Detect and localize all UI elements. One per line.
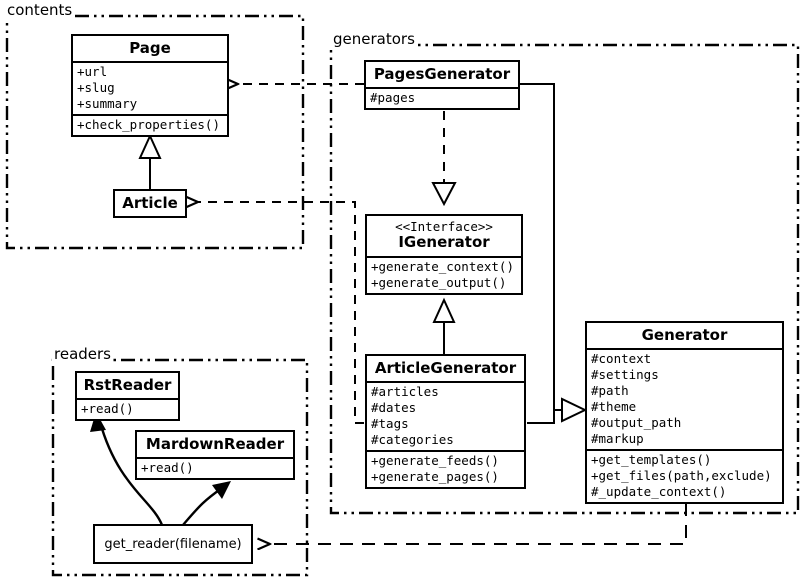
attribute-row: #categories xyxy=(371,432,454,448)
edge-generator-depends-getreader xyxy=(270,503,687,544)
class-name-igenerator: <<Interface>> IGenerator xyxy=(367,216,521,256)
attribute-row: +slug xyxy=(77,80,115,96)
method-row: +generate_output() xyxy=(371,274,507,290)
class-name-mardownreader: MardownReader xyxy=(145,435,285,453)
class-box-igenerator[interactable]: <<Interface>> IGenerator +generate_conte… xyxy=(365,214,523,295)
class-name-page: Page xyxy=(129,39,171,57)
class-name-articlegenerator: ArticleGenerator xyxy=(374,359,517,377)
attribute-row: #path xyxy=(591,383,629,399)
class-methods-mardownreader: +read() xyxy=(137,457,293,478)
method-row: +check_properties() xyxy=(77,117,220,133)
method-row: #_update_context() xyxy=(591,484,727,500)
class-name-pagesgenerator: PagesGenerator xyxy=(373,65,511,83)
method-row: +read() xyxy=(141,460,194,476)
method-row: +generate_feeds() xyxy=(371,453,499,469)
class-methods-page: +check_properties() xyxy=(73,114,227,135)
class-methods-articlegenerator: +generate_feeds() +generate_pages() xyxy=(367,450,524,487)
class-methods-rstreader: +read() xyxy=(77,398,178,419)
package-label-contents: contents xyxy=(5,1,75,19)
package-label-generators: generators xyxy=(331,30,417,48)
edge-articlegenerator-inherits-generator xyxy=(527,397,588,424)
class-box-articlegenerator[interactable]: ArticleGenerator #articles #dates #tags … xyxy=(365,354,526,490)
class-methods-generator: +get_templates() +get_files(path,exclude… xyxy=(587,449,782,502)
attribute-row: +summary xyxy=(77,96,138,112)
edge-article-inherits-page xyxy=(138,133,162,190)
class-box-generator[interactable]: Generator #context #settings #path #them… xyxy=(585,321,784,505)
attribute-row: #context xyxy=(591,351,652,367)
edge-pagesgenerator-inherits-generator xyxy=(520,83,563,411)
package-label-readers: readers xyxy=(52,345,113,363)
function-box-get-reader[interactable]: get_reader(filename) xyxy=(93,524,253,564)
class-box-page[interactable]: Page +url +slug +summary +check_properti… xyxy=(71,34,229,138)
class-attributes-page: +url +slug +summary xyxy=(73,61,227,114)
edge-getreader-creates-mardownreader xyxy=(182,481,231,526)
class-methods-igenerator: +generate_context() +generate_output() xyxy=(367,255,521,293)
class-box-mardownreader[interactable]: MardownReader +read() xyxy=(135,430,295,481)
method-row: +generate_pages() xyxy=(371,469,499,485)
class-attributes-articlegenerator: #articles #dates #tags #categories xyxy=(367,381,524,450)
class-stereotype-igenerator: <<Interface>> xyxy=(395,219,493,234)
class-name-rstreader: RstReader xyxy=(83,376,172,394)
class-box-rstreader[interactable]: RstReader +read() xyxy=(75,371,180,422)
class-name-label-igenerator: IGenerator xyxy=(398,233,490,252)
attribute-row: #pages xyxy=(370,90,416,106)
function-label-get-reader: get_reader(filename) xyxy=(104,536,242,552)
attribute-row: #dates xyxy=(371,400,417,416)
method-row: +read() xyxy=(81,401,134,417)
attribute-row: +url xyxy=(77,64,108,80)
attribute-row: #output_path xyxy=(591,415,682,431)
method-row: +get_files(path,exclude) xyxy=(591,468,772,484)
attribute-row: #settings xyxy=(591,367,659,383)
edge-articlegenerator-depends-article xyxy=(198,202,364,424)
class-name-generator: Generator xyxy=(641,326,728,344)
attribute-row: #articles xyxy=(371,384,439,400)
class-attributes-generator: #context #settings #path #theme #output_… xyxy=(587,348,782,449)
attribute-row: #markup xyxy=(591,431,644,447)
class-box-article[interactable]: Article xyxy=(113,189,187,219)
method-row: +get_templates() xyxy=(591,452,712,468)
edge-pagesgenerator-realizes-igenerator xyxy=(431,111,457,207)
class-box-pagesgenerator[interactable]: PagesGenerator #pages xyxy=(364,60,520,111)
method-row: +generate_context() xyxy=(371,258,514,274)
class-name-article: Article xyxy=(122,194,178,212)
attribute-row: #tags xyxy=(371,416,409,432)
class-attributes-pagesgenerator: #pages xyxy=(366,87,518,108)
edge-articlegenerator-inherits-igenerator xyxy=(432,297,456,355)
attribute-row: #theme xyxy=(591,399,637,415)
